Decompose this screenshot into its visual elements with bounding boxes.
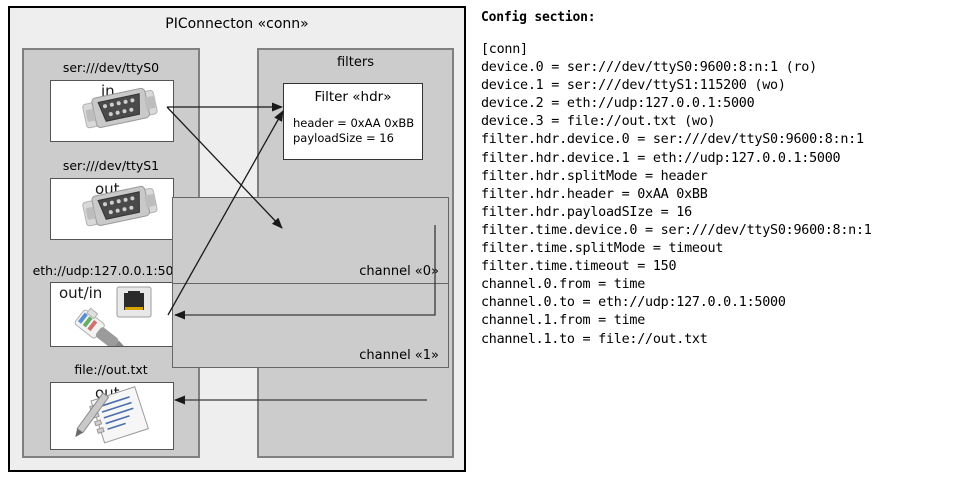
serial-port-icon [82, 185, 158, 227]
config-line: filter.hdr.payloadSIze = 16 [481, 204, 692, 220]
config-line: filter.time.splitMode = timeout [481, 241, 724, 257]
filter-hdr-prop-header: header = 0xAA 0xBB [293, 116, 415, 130]
config-line: device.3 = file://out.txt (wo) [481, 114, 716, 130]
config-line: channel.1.from = time [481, 313, 646, 329]
config-line: channel.0.to = eth://udp:127.0.0.1:5000 [481, 295, 786, 311]
device-direction-eth: out/in [59, 284, 103, 302]
channel-box-1[interactable]: channel «1» [172, 283, 449, 368]
filter-card-hdr[interactable]: Filter «hdr» header = 0xAA 0xBB payloadS… [283, 83, 423, 160]
config-line: [conn] [481, 42, 528, 57]
connector-diagram: PIConnecton «conn» ser:///dev/ttyS0 in [8, 6, 466, 472]
config-line: filter.hdr.device.0 = ser:///dev/ttyS0:9… [481, 132, 864, 148]
channel-0-label: channel «0» [359, 264, 439, 279]
config-line: filter.time.device.0 = ser:///dev/ttyS0:… [481, 222, 872, 238]
config-line: filter.time.timeout = 150 [481, 259, 677, 275]
device-box-ttyS1[interactable]: out [50, 178, 174, 240]
channel-1-label: channel «1» [359, 348, 439, 363]
config-panel: Config section: [conn] device.0 = ser:///… [481, 6, 959, 349]
device-label-file: file://out.txt [74, 362, 148, 377]
diagram-title: PIConnecton «conn» [165, 16, 309, 32]
config-line: device.1 = ser:///dev/ttyS1:115200 (wo) [481, 78, 786, 94]
serial-port-icon [82, 87, 158, 129]
config-line: channel.1.to = file://out.txt [481, 331, 708, 347]
config-lines: [conn] device.0 = ser:///dev/ttyS0:9600:8… [481, 41, 959, 349]
device-box-ttyS0[interactable]: in [50, 80, 174, 142]
device-label-ttyS0: ser:///dev/ttyS0 [62, 60, 160, 75]
config-line: device.2 = eth://udp:127.0.0.1:5000 [481, 96, 755, 112]
filter-hdr-title: Filter «hdr» [314, 89, 392, 105]
config-line: device.0 = ser:///dev/ttyS0:9600:8:n:1 (… [481, 60, 817, 76]
ethernet-jack-icon [74, 286, 152, 346]
device-box-eth[interactable]: out/in [50, 282, 174, 347]
device-box-file[interactable]: out [50, 382, 174, 450]
filter-hdr-prop-payload: payloadSize = 16 [293, 131, 394, 145]
config-line: channel.0.from = time [481, 277, 646, 293]
config-line: filter.hdr.splitMode = header [481, 168, 708, 184]
filters-group-title: filters [336, 55, 374, 70]
device-label-eth: eth://udp:127.0.0.1:5000 [32, 263, 190, 278]
config-line: filter.hdr.header = 0xAA 0xBB [481, 186, 708, 202]
channel-box-0[interactable]: channel «0» [172, 197, 449, 284]
notepad-pencil-icon [75, 386, 149, 444]
config-heading: Config section: [481, 10, 596, 25]
device-label-ttyS1: ser:///dev/ttyS1 [62, 158, 160, 173]
config-line: filter.hdr.device.1 = eth://udp:127.0.0.… [481, 150, 841, 166]
